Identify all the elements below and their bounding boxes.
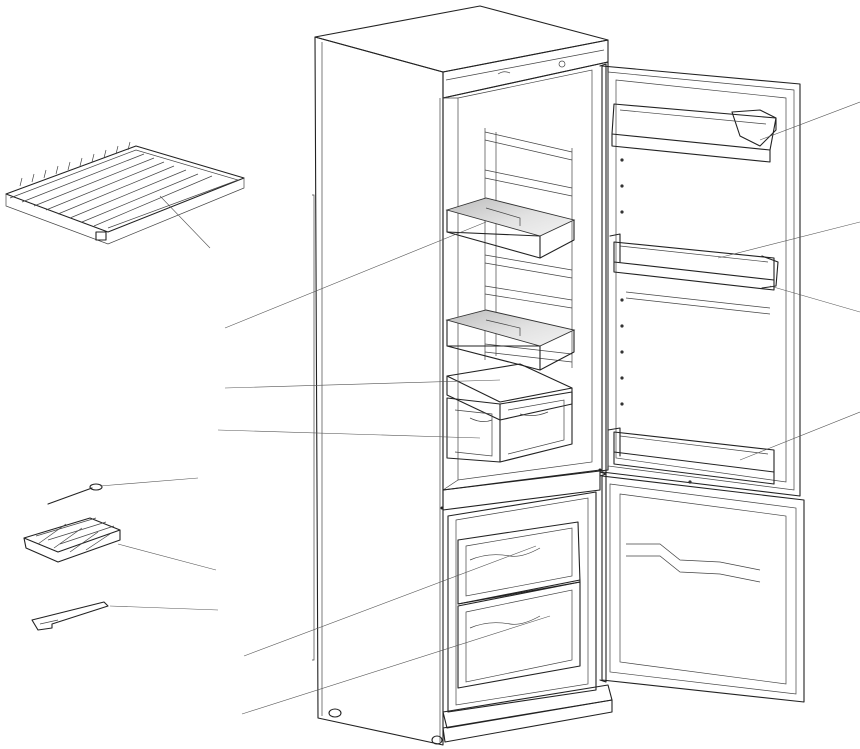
- ice-cube-scraper: [31, 601, 109, 631]
- leader-line-door-liner: [769, 285, 860, 313]
- door-bottle-rack: [607, 427, 775, 485]
- door-shelf-top: [611, 103, 777, 163]
- leader-line-egg-tray: [117, 543, 217, 571]
- leader-line-bottle-rack: [739, 411, 860, 461]
- freezer-wire-shelf: [5, 141, 245, 245]
- leader-line-door-shelf-top: [759, 101, 860, 141]
- leader-lines: [99, 101, 860, 715]
- freezer-drawers: [457, 521, 581, 689]
- crisper-assembly: [446, 363, 573, 463]
- leader-line-freezer-drawer-upper: [243, 545, 537, 657]
- leader-line-door-shelf-middle: [717, 221, 860, 259]
- leader-line-scraper: [109, 605, 219, 611]
- fridge-door: [599, 63, 801, 497]
- door-shelf-middle: [609, 233, 779, 315]
- leader-line-spatula: [99, 477, 199, 487]
- fridge-glass-shelf-lower: [445, 309, 576, 371]
- leader-line-wire-shelf: [159, 195, 211, 249]
- cabinet: [312, 5, 613, 746]
- leader-line-glass-shelf: [224, 221, 487, 329]
- thermostat-spatula: [47, 483, 103, 505]
- leader-line-freezer-drawer-lower: [241, 615, 551, 715]
- fridge-glass-shelf-upper: [445, 197, 576, 259]
- door-rail-studs: [620, 158, 624, 406]
- leader-line-crisper-cover: [224, 379, 501, 389]
- freezer-door: [599, 473, 805, 703]
- leader-line-crisper-drawer: [217, 429, 481, 439]
- egg-tray: [23, 517, 121, 563]
